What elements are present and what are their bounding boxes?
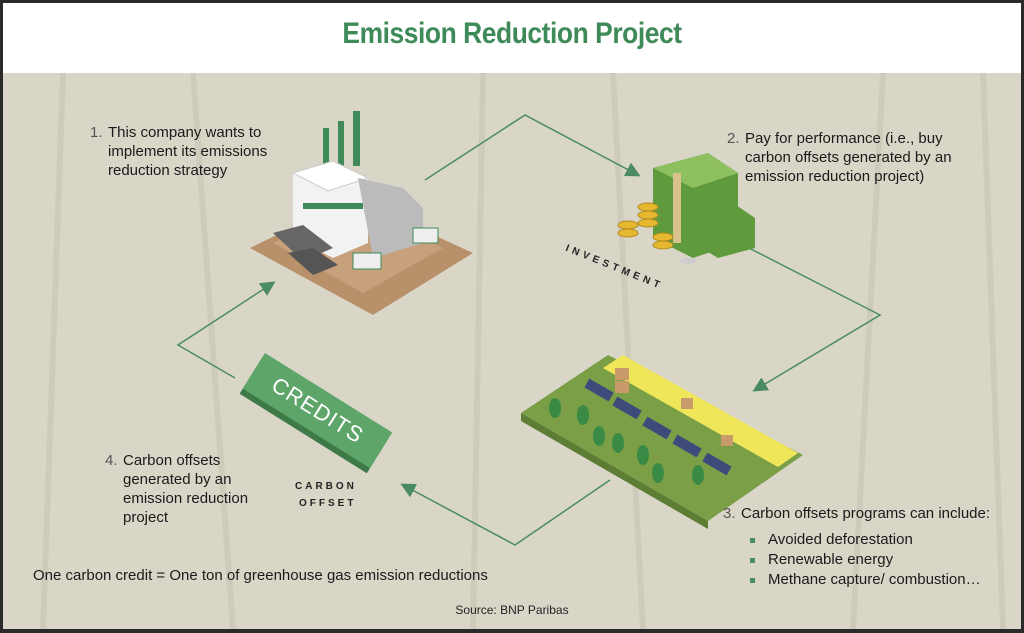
- list-item: Avoided deforestation: [748, 530, 981, 550]
- slide: Emission Reduction Project: [3, 3, 1021, 629]
- offset-program-list: Avoided deforestation Renewable energy M…: [748, 530, 981, 590]
- list-item: Methane capture/ combustion…: [748, 570, 981, 590]
- arrow-to-company: [176, 281, 276, 379]
- money-stack-icon: [617, 153, 755, 264]
- list-item: Renewable energy: [748, 550, 981, 570]
- source-note: Source: BNP Paribas: [455, 603, 569, 617]
- arrow-to-project: [744, 245, 882, 392]
- offset-label: OFFSET: [299, 498, 357, 509]
- project-land-icon: [521, 355, 803, 529]
- page-title: Emission Reduction Project: [342, 17, 682, 50]
- diagram-illustrations: [176, 111, 882, 546]
- arrow-to-investment: [424, 114, 641, 181]
- forest-background: [40, 73, 1006, 629]
- footnote: One carbon credit = One ton of greenhous…: [33, 567, 488, 584]
- step-3: 3. Carbon offsets programs can include:: [723, 505, 991, 522]
- carbon-label: CARBON: [295, 481, 357, 492]
- factory-icon: [250, 111, 473, 315]
- header: Emission Reduction Project: [3, 3, 1021, 73]
- arrow-to-credits: [400, 479, 611, 546]
